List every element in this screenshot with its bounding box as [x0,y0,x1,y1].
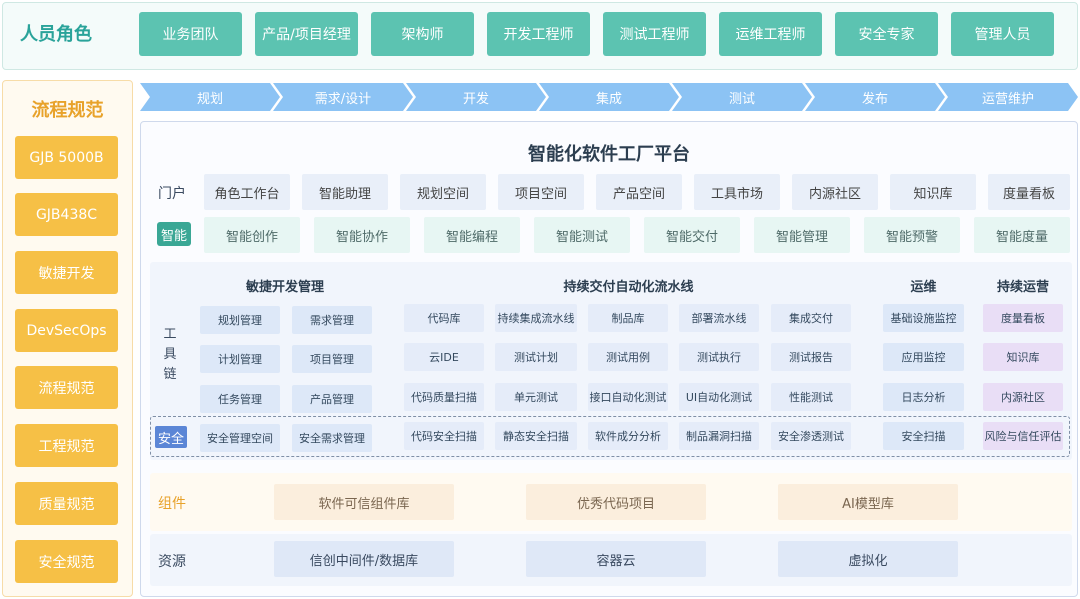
portal-product-space[interactable]: 产品空间 [596,174,682,210]
section-agile-management: 敏捷开发管理 [245,280,324,295]
portal-tool-market[interactable]: 工具市场 [694,174,780,210]
tool-code-security-scan[interactable]: 代码安全扫描 [404,422,484,450]
tool-metrics-board[interactable]: 度量看板 [983,304,1063,332]
smart-programming[interactable]: 智能编程 [424,217,520,253]
tool-code-repo[interactable]: 代码库 [404,304,484,332]
tool-test-case[interactable]: 测试用例 [588,343,668,371]
tool-security-space[interactable]: 安全管理空间 [200,424,280,452]
portal-metrics-board[interactable]: 度量看板 [988,174,1070,210]
std-quality[interactable]: 质量规范 [15,482,118,525]
component-code-projects[interactable]: 优秀代码项目 [526,484,706,520]
smart-creation[interactable]: 智能创作 [204,217,300,253]
tool-security-requirement[interactable]: 安全需求管理 [292,424,372,452]
resource-container-cloud[interactable]: 容器云 [526,541,706,577]
smart-badge: 智能 [157,222,191,246]
tool-knowledge-base[interactable]: 知识库 [983,343,1063,371]
stage-operate: 运营维护 [938,83,1078,111]
security-band [150,416,1070,457]
smart-collaboration[interactable]: 智能协作 [314,217,410,253]
tool-integration-delivery[interactable]: 集成交付 [771,304,851,332]
stage-develop: 开发 [406,83,546,111]
smart-management[interactable]: 智能管理 [754,217,850,253]
role-architect[interactable]: 架构师 [371,12,474,56]
portal-knowledge-base[interactable]: 知识库 [890,174,976,210]
portal-project-space[interactable]: 项目空间 [498,174,584,210]
role-tester[interactable]: 测试工程师 [603,12,706,56]
tool-requirement-mgmt[interactable]: 需求管理 [292,306,372,334]
std-gjb438c[interactable]: GJB438C [15,193,118,236]
tool-product-mgmt[interactable]: 产品管理 [292,385,372,413]
tool-security-scan[interactable]: 安全扫描 [883,422,964,450]
role-security-expert[interactable]: 安全专家 [835,12,938,56]
section-operation: 持续运营 [996,280,1049,295]
std-gjb5000b[interactable]: GJB 5000B [15,136,118,179]
tool-test-plan[interactable]: 测试计划 [495,343,577,371]
stage-integrate: 集成 [539,83,679,111]
tool-risk-trust-assessment[interactable]: 风险与信任评估 [983,422,1063,450]
tool-artifact-repo[interactable]: 制品库 [588,304,668,332]
tool-deploy-pipeline[interactable]: 部署流水线 [679,304,759,332]
tool-penetration-test[interactable]: 安全渗透测试 [771,422,851,450]
smart-metrics[interactable]: 智能度量 [974,217,1070,253]
stage-design: 需求/设计 [273,83,413,111]
component-trusted-lib[interactable]: 软件可信组件库 [274,484,454,520]
roles-title: 人员角色 [20,24,92,45]
tool-cloud-ide[interactable]: 云IDE [404,343,484,371]
tool-api-auto-test[interactable]: 接口自动化测试 [588,383,668,411]
tool-ci-pipeline[interactable]: 持续集成流水线 [495,304,577,332]
tool-project-mgmt[interactable]: 项目管理 [292,345,372,373]
toolchain-label: 工具链 [163,327,177,382]
tool-unit-test[interactable]: 单元测试 [495,383,577,411]
std-engineering[interactable]: 工程规范 [15,424,118,467]
tool-test-execution[interactable]: 测试执行 [679,343,759,371]
resource-middleware-db[interactable]: 信创中间件/数据库 [274,541,454,577]
resource-label: 资源 [158,554,186,570]
resource-virtualization[interactable]: 虚拟化 [778,541,958,577]
role-management[interactable]: 管理人员 [951,12,1054,56]
section-ops: 运维 [910,280,937,295]
tool-inner-source[interactable]: 内源社区 [983,383,1063,411]
stage-test: 测试 [672,83,812,111]
role-developer[interactable]: 开发工程师 [487,12,590,56]
portal-role-workbench[interactable]: 角色工作台 [204,174,290,210]
role-business-team[interactable]: 业务团队 [139,12,242,56]
component-label: 组件 [158,496,186,512]
tool-static-security-scan[interactable]: 静态安全扫描 [495,422,577,450]
platform-title: 智能化软件工厂平台 [528,144,690,165]
tool-test-report[interactable]: 测试报告 [771,343,851,371]
smart-warning[interactable]: 智能预警 [864,217,960,253]
tool-planning-mgmt[interactable]: 规划管理 [200,306,280,334]
role-ops[interactable]: 运维工程师 [719,12,822,56]
portal-assistant[interactable]: 智能助理 [302,174,388,210]
stage-release: 发布 [805,83,945,111]
std-agile[interactable]: 敏捷开发 [15,251,118,294]
std-devsecops[interactable]: DevSecOps [15,309,118,352]
smart-testing[interactable]: 智能测试 [534,217,630,253]
stage-plan: 规划 [140,83,280,111]
role-product-manager[interactable]: 产品/项目经理 [255,12,358,56]
std-process[interactable]: 流程规范 [15,366,118,409]
component-ai-models[interactable]: AI模型库 [778,484,958,520]
tool-log-analysis[interactable]: 日志分析 [883,383,964,411]
portal-planning-space[interactable]: 规划空间 [400,174,486,210]
tool-code-quality-scan[interactable]: 代码质量扫描 [404,383,484,411]
std-security[interactable]: 安全规范 [15,540,118,583]
tool-app-monitor[interactable]: 应用监控 [883,343,964,371]
tool-infra-monitor[interactable]: 基础设施监控 [883,304,964,332]
portal-inner-source[interactable]: 内源社区 [792,174,878,210]
tool-sca[interactable]: 软件成分分析 [588,422,668,450]
tool-plan-mgmt[interactable]: 计划管理 [200,345,280,373]
security-badge: 安全 [155,426,187,448]
tool-artifact-vuln-scan[interactable]: 制品漏洞扫描 [679,422,759,450]
smart-delivery[interactable]: 智能交付 [644,217,740,253]
tool-task-mgmt[interactable]: 任务管理 [200,385,280,413]
section-cd-pipeline: 持续交付自动化流水线 [563,280,694,295]
tool-ui-auto-test[interactable]: UI自动化测试 [679,383,759,411]
process-title: 流程规范 [31,100,104,121]
tool-performance-test[interactable]: 性能测试 [771,383,851,411]
portal-label: 门户 [158,186,186,202]
